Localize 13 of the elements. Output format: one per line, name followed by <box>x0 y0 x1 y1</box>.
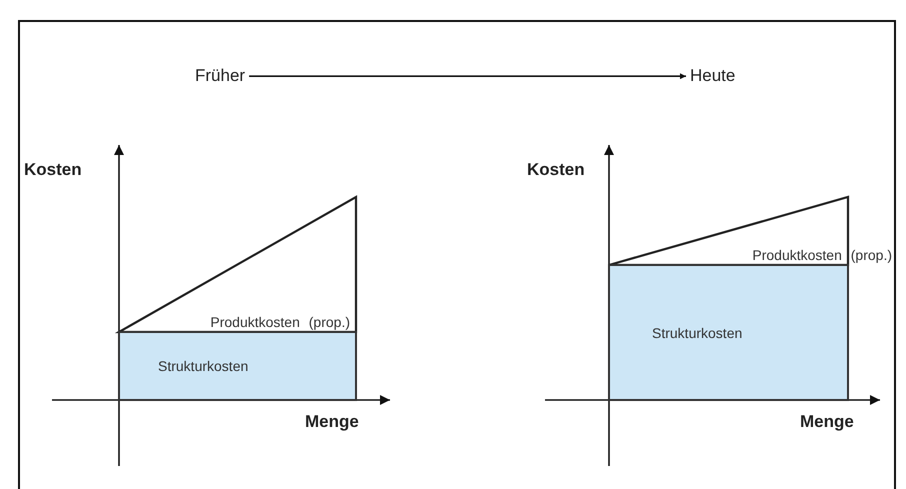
area-label: Strukturkosten <box>652 324 742 340</box>
structure-cost-area <box>608 264 849 401</box>
arrow <box>249 73 686 80</box>
area-label: Strukturkosten <box>158 358 248 374</box>
structure-cost-area <box>118 331 357 401</box>
product-cost-area <box>609 197 892 265</box>
axis-label: Menge <box>800 412 854 432</box>
axis-label: Menge <box>305 412 359 432</box>
timeline-label: Früher <box>195 66 246 86</box>
area-label: Produktkosten (prop.) <box>752 247 892 263</box>
axis-label: Kosten <box>24 160 82 180</box>
axis-label: Kosten <box>527 160 585 180</box>
timeline-label: Heute <box>690 66 736 86</box>
